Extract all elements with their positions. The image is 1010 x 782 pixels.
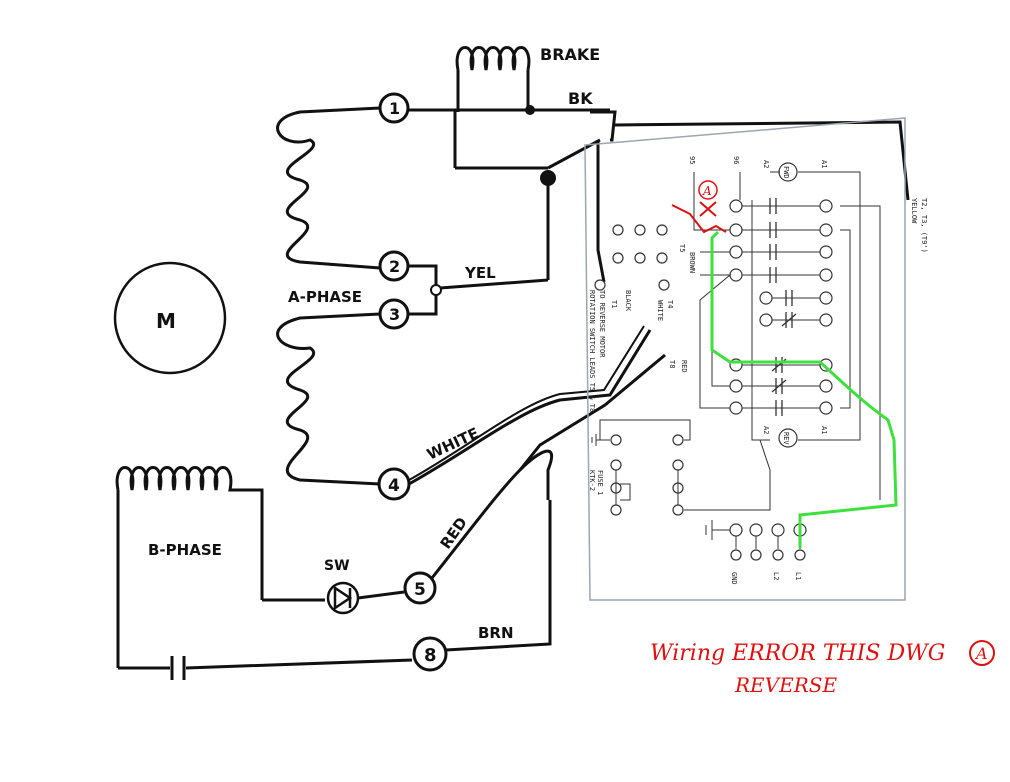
brn-label: BRN [478, 624, 514, 642]
error-marker: A [671, 180, 727, 234]
terminal-2-label: 2 [389, 257, 400, 276]
wiring-error-note: Wiring ERROR THIS DWG [650, 641, 945, 666]
panel-tag-a1-bottom: A1 [820, 426, 828, 434]
panel-label-white: WHITE [656, 300, 664, 321]
panel-label-brown: BROWN [688, 252, 696, 273]
panel-tag-t8: T8 [668, 360, 676, 368]
panel-tag-96: 96 [732, 156, 740, 164]
panel-label-rev: REV [782, 432, 790, 445]
note-marker-circle [969, 640, 995, 666]
terminal-8 [412, 636, 448, 672]
panel-label-black: BLACK [624, 290, 632, 312]
b-phase-label: B-PHASE [148, 541, 222, 559]
starter-panel: T1 T4 T8 T5 96 95 A1 A2 A1 A2 T2, T3, (T… [584, 117, 928, 601]
sw-label: SW [324, 558, 350, 574]
panel-tag-t5: T5 [678, 244, 686, 252]
brake-coil [455, 46, 531, 71]
bk-label: BK [568, 89, 593, 108]
switch-symbol [326, 581, 360, 615]
a-phase-winding-upper [276, 106, 381, 270]
terminal-5-label: 5 [414, 580, 426, 600]
terminal-5 [403, 571, 437, 605]
terminal-8-label: 8 [424, 645, 437, 666]
panel-label-reverse: TO REVERSE MOTOR [598, 290, 606, 358]
panel-tag-95: 95 [688, 156, 696, 164]
panel-label-rotation: ROTATION SWITCH LEADS T5 & T8 [588, 290, 596, 412]
panel-tag-a2-top: A2 [762, 160, 770, 168]
panel-label-fwd: FWD [782, 166, 790, 179]
brake-label: BRAKE [540, 45, 600, 64]
terminal-3-label: 3 [389, 305, 400, 324]
motor-symbol [113, 261, 227, 375]
reverse-note: REVERSE [734, 673, 837, 697]
svg-text:A: A [702, 184, 712, 198]
b-phase-coil [115, 466, 264, 600]
yel-label: YEL [464, 264, 496, 282]
terminal-1-label: 1 [389, 99, 400, 118]
terminal-4-label: 4 [388, 476, 400, 496]
panel-label-l1: L1 [794, 572, 802, 580]
a-phase-label: A-PHASE [288, 288, 362, 306]
note-marker: A [974, 644, 988, 663]
panel-label-red: RED [680, 360, 688, 373]
panel-tag-t4: T4 [666, 300, 674, 308]
panel-label-ktk: KTK-2 [588, 470, 596, 491]
panel-label-l2: L2 [772, 572, 780, 580]
panel-label-t2-t3: T2, T3, (T9') [920, 198, 928, 253]
panel-tag-a1-top: A1 [820, 160, 828, 168]
panel-label-fuse: FUSE 1 [596, 470, 604, 495]
motor-label: M [156, 309, 176, 333]
highlighted-wire [710, 230, 898, 548]
panel-tag-t1: T1 [610, 300, 618, 308]
panel-label-yellow: YELLOW [910, 198, 918, 224]
panel-label-gnd: GND [730, 572, 738, 585]
panel-tag-a2-bottom: A2 [762, 426, 770, 434]
a-phase-winding-lower [276, 312, 381, 486]
